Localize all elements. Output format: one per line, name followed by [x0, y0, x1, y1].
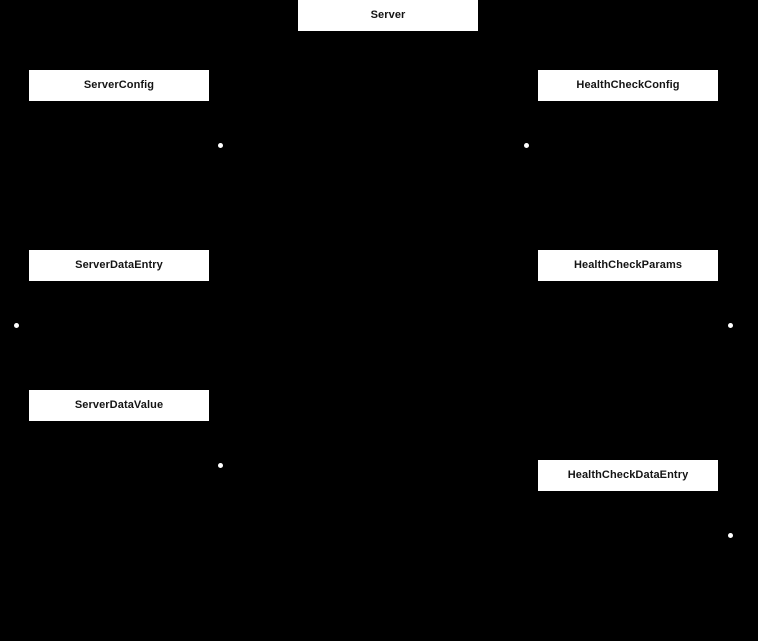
diagram-node-health-check-config[interactable]: HealthCheckConfig: [538, 70, 718, 101]
edge-endpoint-dot-icon: [218, 463, 223, 468]
diagram-node-label: Server: [370, 9, 406, 21]
edge-endpoint-dot-icon: [14, 323, 19, 328]
edge-endpoint-dot-icon: [728, 533, 733, 538]
edge-endpoint-dot-icon: [728, 323, 733, 328]
diagram-node-label: HealthCheckConfig: [576, 79, 680, 91]
diagram-node-server[interactable]: Server: [298, 0, 478, 31]
diagram-node-label: HealthCheckDataEntry: [567, 469, 689, 481]
diagram-node-label: ServerConfig: [83, 79, 155, 91]
diagram-node-server-data-value[interactable]: ServerDataValue: [29, 390, 209, 421]
diagram-node-label: HealthCheckParams: [573, 259, 683, 271]
diagram-node-health-check-data-entry[interactable]: HealthCheckDataEntry: [538, 460, 718, 491]
diagram-node-health-check-params[interactable]: HealthCheckParams: [538, 250, 718, 281]
edge-endpoint-dot-icon: [218, 143, 223, 148]
diagram-node-server-data-entry[interactable]: ServerDataEntry: [29, 250, 209, 281]
diagram-node-server-config[interactable]: ServerConfig: [29, 70, 209, 101]
diagram-node-label: ServerDataEntry: [75, 259, 163, 271]
edge-endpoint-dot-icon: [524, 143, 529, 148]
diagram-node-label: ServerDataValue: [74, 399, 164, 411]
